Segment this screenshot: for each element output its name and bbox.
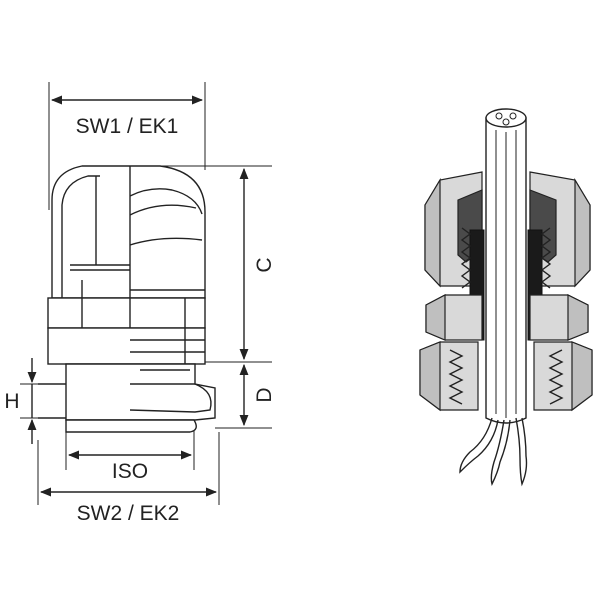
c-label: C [253,257,276,272]
gland-elevation [38,165,216,433]
thread-right [540,227,564,405]
d-label: D [253,387,276,402]
cable-end [485,108,527,128]
h-label: H [4,390,19,413]
cable-wires [459,417,528,487]
sw1-ek1-label: SW1 / EK1 [76,115,179,138]
sw2-ek2-label: SW2 / EK2 [77,502,180,525]
iso-label: ISO [112,460,148,483]
cutaway-illustration [419,108,593,487]
technical-drawing: SW1 / EK1 C D H ISO SW2 / EK2 [4,82,276,525]
thread-left [448,227,472,405]
